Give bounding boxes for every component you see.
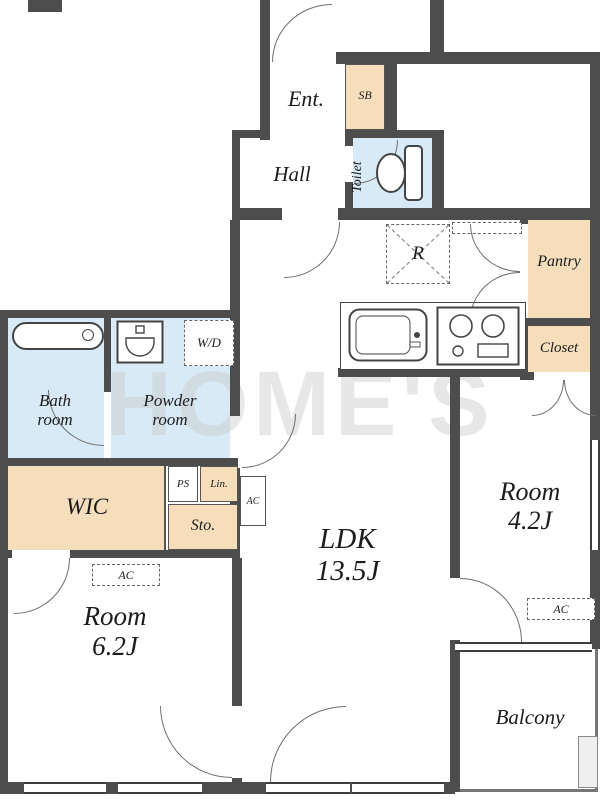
wall-segment	[345, 182, 353, 220]
shoe-box-label: SB	[358, 88, 372, 103]
closet-door-arc-left	[532, 380, 564, 416]
balcony-partition	[578, 736, 598, 788]
balcony-railing	[595, 649, 598, 789]
pantry-floor	[528, 220, 590, 318]
wall-segment	[590, 52, 600, 649]
wall-segment	[385, 52, 397, 138]
wall-segment	[232, 208, 282, 220]
storage-label: Sto.	[190, 517, 216, 535]
window	[590, 440, 600, 550]
vanity-sink-icon	[116, 320, 164, 364]
room62-door-arc	[160, 706, 232, 778]
washer-dryer-box: W/D	[184, 320, 234, 366]
wall-segment	[450, 640, 460, 792]
pantry-label: Pantry	[537, 253, 581, 271]
wic-floor	[8, 466, 166, 550]
toilet-label: Toilet	[350, 161, 366, 193]
wall-segment	[345, 130, 444, 138]
wall-segment	[432, 130, 444, 220]
wall-segment	[520, 212, 528, 224]
closet-label: Closet	[539, 339, 579, 356]
kitchen-counter-front	[338, 368, 528, 377]
wall-segment	[70, 550, 238, 558]
ac-label: AC	[118, 567, 134, 582]
room-62-label: Room 6.2J	[83, 601, 147, 661]
linen-box	[200, 466, 238, 502]
window	[118, 782, 202, 794]
entry-door-arc	[272, 4, 332, 62]
hall-label: Hall	[273, 162, 311, 187]
wall-segment	[450, 372, 460, 578]
pantry-door-arc-upper	[470, 224, 520, 272]
refrigerator-cross-icon	[387, 225, 449, 283]
wall-segment	[430, 0, 444, 52]
gas-stove-icon	[436, 306, 520, 366]
bathroom-label: Bath room	[37, 391, 73, 429]
ldk-balcony-door-arc	[270, 706, 346, 782]
storage-box	[168, 504, 238, 550]
ac-label: AC	[246, 495, 260, 507]
room-42-label: Room 4.2J	[499, 477, 561, 535]
entrance-label: Ent.	[287, 85, 325, 111]
ac-box-room42: AC	[527, 598, 595, 620]
pipe-space-box	[168, 466, 198, 502]
wall-segment	[520, 318, 600, 326]
wall-segment	[232, 130, 270, 138]
window	[352, 782, 444, 794]
washer-dryer-label: W/D	[197, 335, 221, 350]
balcony-railing	[455, 789, 598, 792]
powder-door-arc	[242, 414, 296, 468]
room42-door-arc	[460, 578, 522, 642]
wic-label: WIC	[65, 494, 109, 520]
pipe-space-label: PS	[176, 477, 190, 490]
wall-segment	[232, 558, 242, 706]
window	[24, 782, 106, 794]
toilet-icon	[376, 145, 423, 201]
bathtub-icon	[12, 322, 104, 350]
ac-box-room62: AC	[92, 564, 160, 586]
wall-segment	[28, 0, 62, 12]
wall-segment	[0, 310, 240, 318]
wall-segment	[104, 318, 111, 392]
shoe-box	[345, 64, 385, 130]
ldk-label: LDK 13.5J	[315, 523, 380, 587]
wall-segment	[230, 310, 240, 416]
hall-door-arc	[284, 222, 340, 278]
kitchen-sink-icon	[348, 308, 428, 362]
window-door	[266, 782, 350, 794]
wall-segment	[260, 0, 270, 140]
linen-label: Lin.	[210, 477, 228, 490]
ac-label: AC	[553, 601, 569, 616]
wall-segment	[232, 138, 240, 220]
wall-segment	[0, 458, 238, 466]
powder-room-label: Powder room	[143, 391, 197, 429]
wall-segment	[230, 220, 240, 310]
wall-segment	[345, 138, 353, 146]
window-to-balcony	[455, 642, 592, 652]
wall-segment	[336, 52, 600, 64]
bathtub-drain-icon	[82, 329, 94, 341]
refrigerator-space	[386, 224, 450, 284]
wall-segment	[0, 550, 12, 558]
closet-door-arc-right	[564, 380, 596, 416]
balcony-label: Balcony	[495, 705, 565, 730]
closet-floor	[528, 326, 590, 372]
ac-unit-ldk: AC	[240, 476, 266, 526]
refrigerator-label: R	[412, 242, 424, 264]
wall-segment	[338, 208, 444, 220]
